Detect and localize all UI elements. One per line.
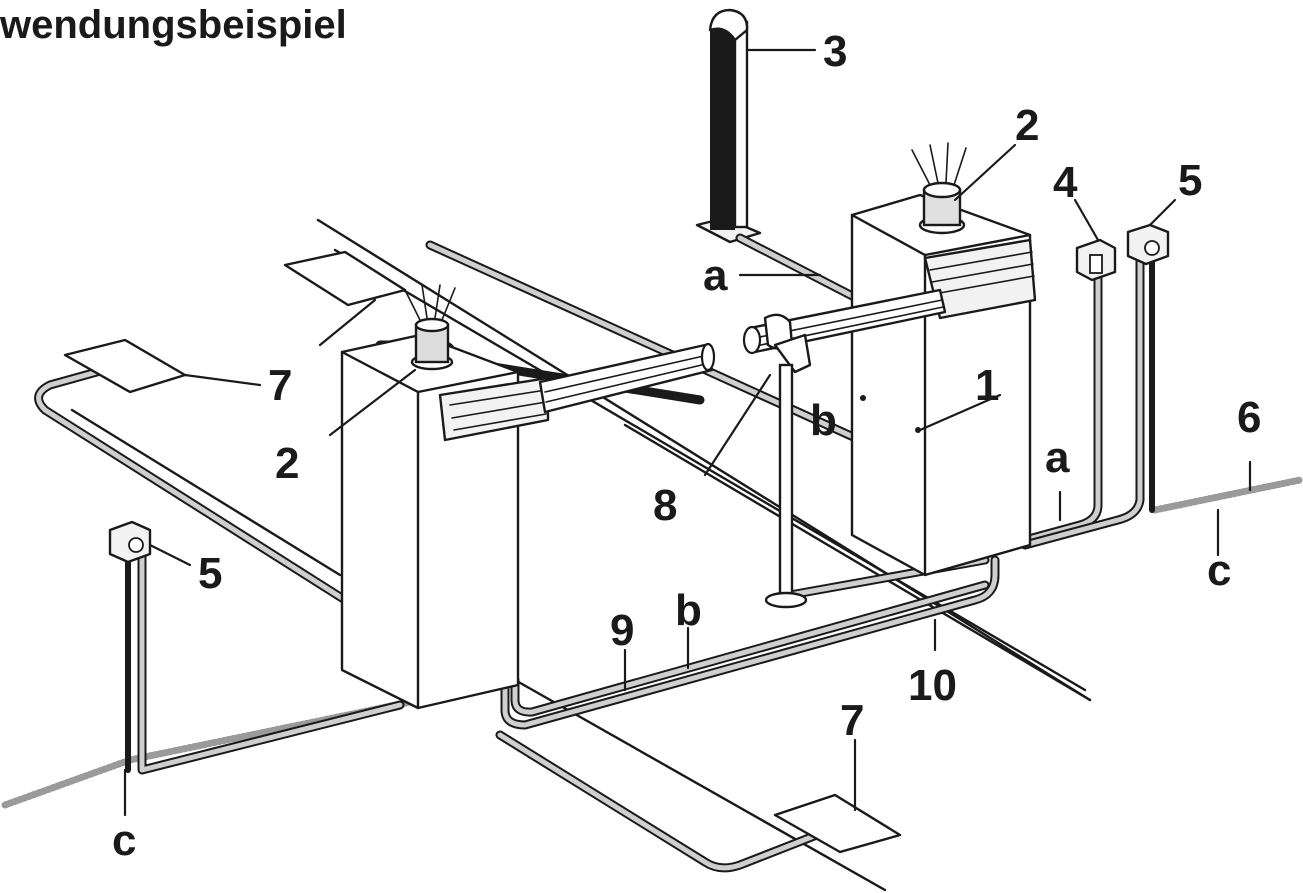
loop-detector-pads (63, 250, 902, 854)
label-c-right: c (1207, 546, 1231, 595)
barrier-cabinet-left (340, 333, 550, 710)
push-button-5-right (1126, 223, 1170, 266)
label-b-ground: b (675, 586, 702, 635)
label-8: 8 (653, 481, 677, 530)
flashing-light-left (404, 284, 456, 371)
diagram-heading: wendungsbeispiel (0, 3, 347, 47)
label-b-post: b (810, 396, 837, 445)
label-9: 9 (610, 606, 634, 655)
callout-labels: 3 2 4 5 a 1 b 6 a 8 c 7 2 5 9 b 10 7 c (112, 27, 1261, 865)
boom-support-post (764, 333, 812, 609)
push-button-5-left (108, 520, 152, 564)
label-10: 10 (908, 661, 957, 710)
label-a-right: a (1045, 433, 1070, 482)
right-supply-cables (1020, 252, 1155, 550)
barrier-cabinet-right (850, 193, 1037, 577)
label-4: 4 (1053, 158, 1078, 207)
label-1: 1 (975, 361, 999, 410)
label-2-right: 2 (1015, 101, 1039, 150)
boom-arm-left (538, 342, 716, 414)
leader-lines (123, 48, 1252, 817)
label-2-left: 2 (275, 439, 299, 488)
label-c-left: c (112, 816, 136, 865)
left-supply-cable (125, 542, 405, 775)
label-5-left: 5 (198, 549, 222, 598)
label-7-bottom: 7 (840, 696, 864, 745)
label-5-right: 5 (1178, 156, 1202, 205)
photocell-post (695, 8, 865, 305)
flashing-light-right (911, 142, 967, 235)
key-selector-4 (1075, 238, 1117, 282)
label-a-top: a (703, 251, 728, 300)
connection-cable (500, 555, 1000, 730)
label-3: 3 (823, 27, 847, 76)
label-6: 6 (1237, 393, 1261, 442)
label-7-top: 7 (268, 361, 292, 410)
